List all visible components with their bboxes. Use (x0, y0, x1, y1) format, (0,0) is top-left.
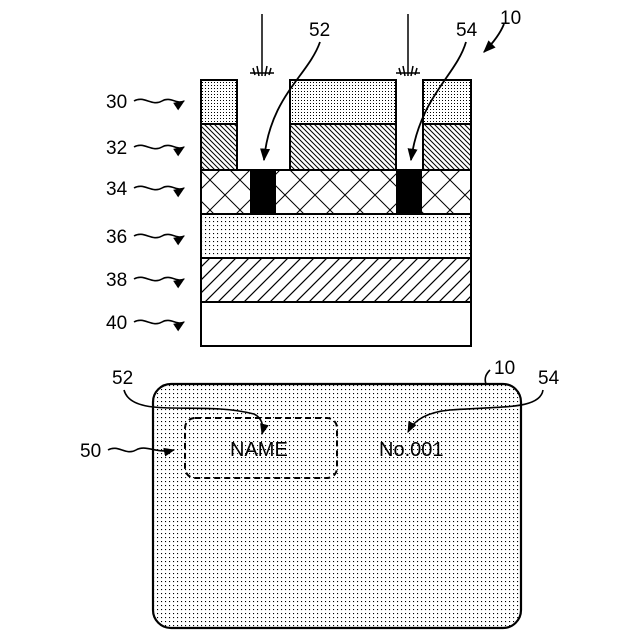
card-ref-50: 50 (80, 441, 101, 462)
layer-ref-34: 34 (106, 179, 128, 200)
layer-34 (201, 170, 471, 214)
device-ref-10-top: 10 (500, 8, 521, 29)
layer-ref-30: 30 (106, 92, 127, 113)
layer-ref-38: 38 (106, 270, 127, 291)
layer-36 (201, 214, 471, 258)
layer-40 (201, 302, 471, 346)
marked-region-54 (396, 170, 422, 214)
layer-ref-32: 32 (106, 138, 127, 159)
layer-38 (201, 258, 471, 302)
marked-region-52 (250, 170, 276, 214)
card-ref-10: 10 (494, 358, 515, 379)
laser-beam-right (396, 14, 420, 76)
layer-ref-36: 36 (106, 227, 127, 248)
name-text: NAME (230, 439, 288, 461)
card-ref-52: 52 (112, 368, 133, 389)
layer-ref-40: 40 (106, 313, 127, 334)
layer-leaders (134, 99, 184, 323)
laser-beam-left (250, 14, 274, 76)
card: NAME No.001 52 54 50 10 (80, 358, 560, 628)
cross-section: 30 32 34 36 38 40 52 54 10 (106, 8, 521, 346)
region-ref-52-top: 52 (309, 20, 330, 41)
layer-32 (201, 124, 471, 170)
card-ref-54: 54 (538, 368, 560, 389)
number-text: No.001 (379, 439, 444, 461)
leader-10-card (485, 370, 490, 384)
region-ref-54-top: 54 (456, 20, 478, 41)
